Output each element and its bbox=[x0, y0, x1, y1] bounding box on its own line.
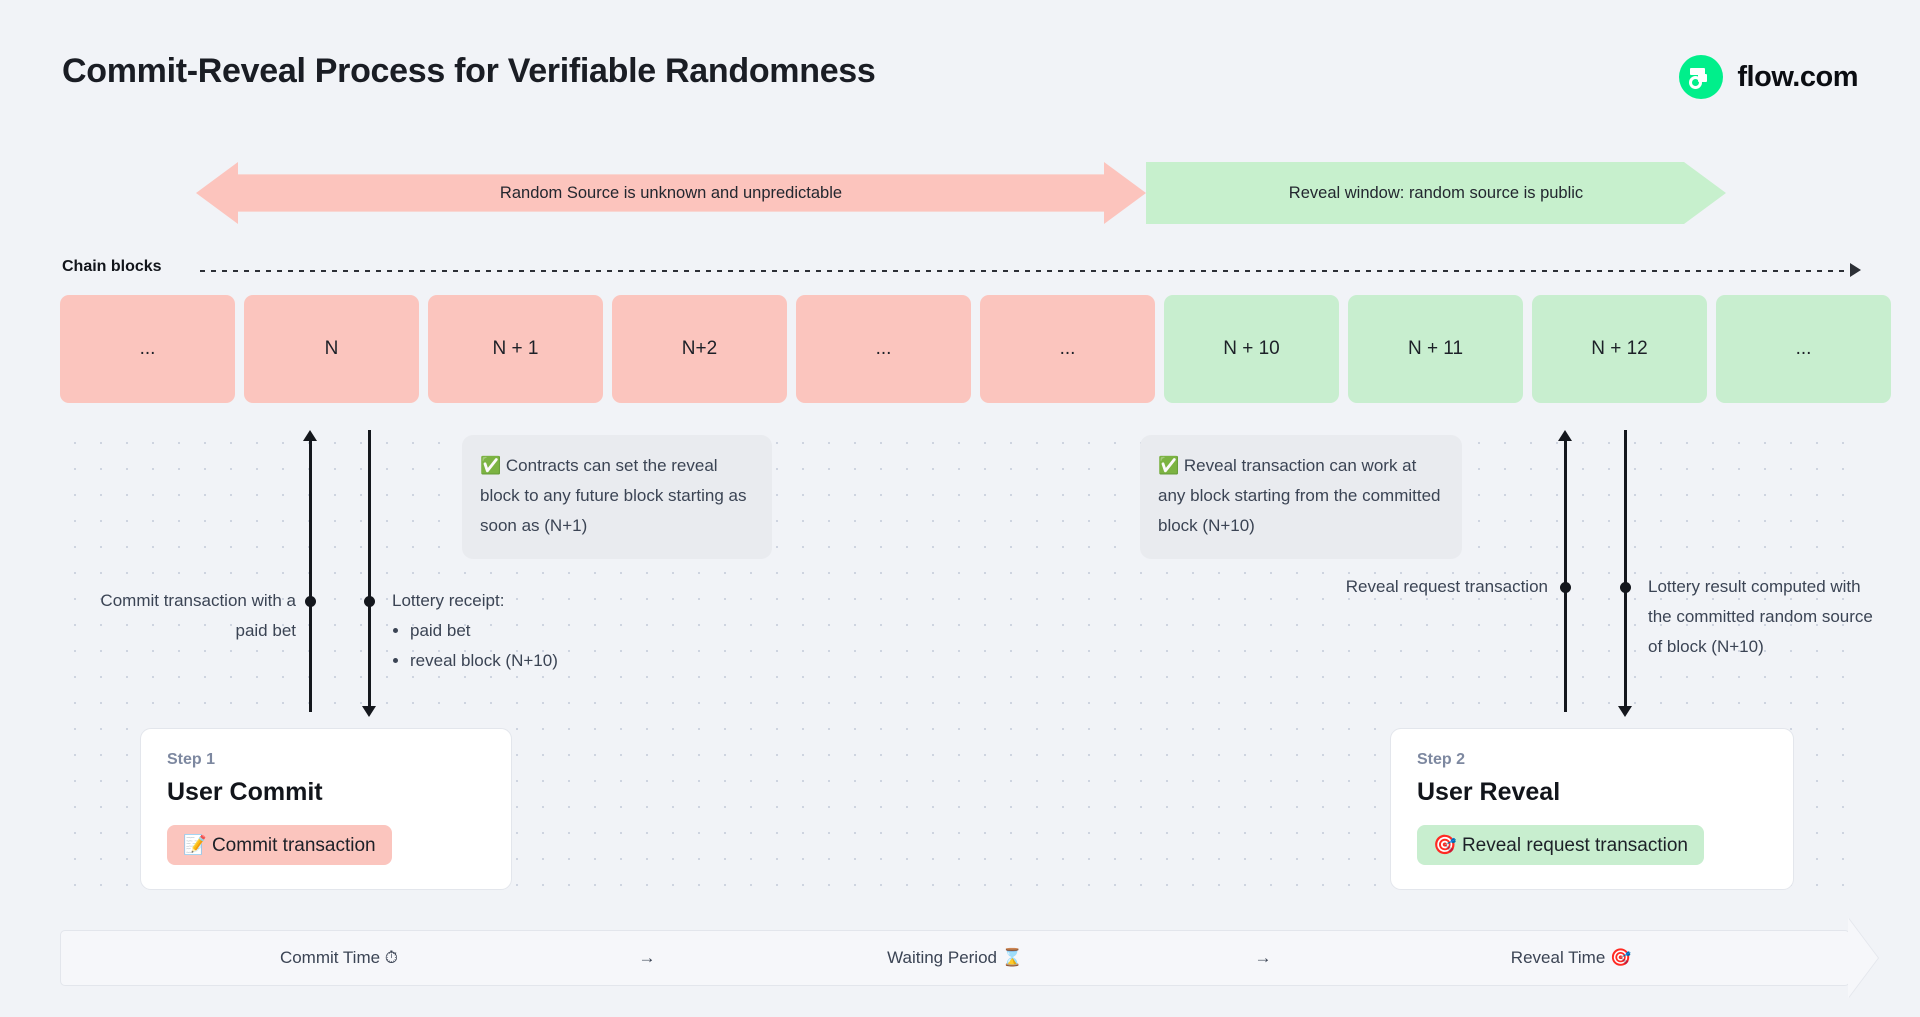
timeline-segment-waiting: Waiting Period ⌛ bbox=[677, 948, 1233, 968]
commit-arrow-up-line bbox=[309, 440, 312, 712]
chip-commit-transaction[interactable]: 📝 Commit transaction bbox=[167, 825, 392, 865]
timeline-segment-reveal: Reveal Time 🎯 bbox=[1293, 948, 1849, 968]
banner-reveal-label: Reveal window: random source is public bbox=[1288, 183, 1584, 202]
bottom-timeline: Commit Time ⏱ → Waiting Period ⌛ → Revea… bbox=[60, 930, 1850, 986]
banner-unknown-window: Random Source is unknown and unpredictab… bbox=[196, 162, 1146, 224]
note-commit-flexibility: ✅ Contracts can set the reveal block to … bbox=[462, 435, 772, 559]
timeline-arrow-tip bbox=[1848, 918, 1878, 998]
chain-block[interactable]: ... bbox=[980, 295, 1155, 403]
result-arrow-down-line bbox=[1624, 430, 1627, 710]
timeline-segment-label: Waiting Period bbox=[887, 948, 997, 967]
step-kicker: Step 2 bbox=[1417, 751, 1466, 768]
banner-unknown-label: Random Source is unknown and unpredictab… bbox=[499, 183, 843, 202]
list-item: paid bet bbox=[410, 616, 692, 646]
flow-logo-icon bbox=[1679, 55, 1724, 99]
note-reveal-text: Reveal transaction can work at any block… bbox=[1158, 456, 1441, 535]
arrow-up-icon bbox=[1558, 430, 1572, 441]
timeline-separator: → bbox=[638, 948, 656, 967]
chain-block[interactable]: N+2 bbox=[612, 295, 787, 403]
step-title: User Reveal bbox=[1417, 778, 1561, 806]
page-title: Commit-Reveal Process for Verifiable Ran… bbox=[62, 52, 876, 90]
chip-label: Reveal request transaction bbox=[1461, 835, 1688, 856]
result-anchor-dot bbox=[1620, 582, 1631, 593]
timeline-segment-commit: Commit Time ⏱ bbox=[61, 948, 617, 968]
chain-block[interactable]: N bbox=[244, 295, 419, 403]
timeline-segment-label: Commit Time bbox=[279, 948, 381, 967]
label-lottery-result: Lottery result computed with the committ… bbox=[1648, 577, 1873, 656]
brand-logo: flow.com bbox=[1679, 55, 1858, 99]
hourglass-icon: ⌛ bbox=[1001, 948, 1023, 967]
chip-reveal-request-transaction[interactable]: 🎯 Reveal request transaction bbox=[1417, 825, 1704, 865]
chain-block[interactable]: N + 12 bbox=[1532, 295, 1707, 403]
reveal-request-arrow-up-line bbox=[1564, 440, 1567, 712]
brand-name: flow.com bbox=[1737, 60, 1858, 93]
step-title: User Commit bbox=[167, 778, 323, 806]
commit-arrow-anchor-dot bbox=[305, 596, 316, 607]
label-lottery-receipt: Lottery receipt: paid bet reveal block (… bbox=[392, 586, 692, 676]
banner-reveal-window: Reveal window: random source is public bbox=[1146, 162, 1726, 224]
list-item: reveal block (N+10) bbox=[410, 646, 692, 676]
timeline-separator: → bbox=[1254, 948, 1272, 967]
receipt-arrow-anchor-dot bbox=[364, 596, 375, 607]
step-kicker: Step 1 bbox=[167, 751, 216, 768]
target-icon: 🎯 bbox=[1433, 835, 1457, 856]
stopwatch-icon: ⏱ bbox=[384, 948, 399, 967]
chain-block[interactable]: ... bbox=[796, 295, 971, 403]
label-commit-transaction: Commit transaction with a paid bet bbox=[100, 591, 296, 640]
note-commit-text: Contracts can set the reveal block to an… bbox=[480, 456, 747, 535]
label-reveal-request: Reveal request transaction bbox=[1345, 577, 1548, 596]
timeline-segment-label: Reveal Time bbox=[1510, 948, 1606, 967]
chain-block[interactable]: ... bbox=[60, 295, 235, 403]
check-mark-icon: ✅ bbox=[1158, 456, 1180, 475]
chain-block[interactable]: ... bbox=[1716, 295, 1891, 403]
check-mark-icon: ✅ bbox=[480, 456, 502, 475]
chain-blocks-label: Chain blocks bbox=[62, 258, 162, 275]
target-icon: 🎯 bbox=[1610, 948, 1632, 967]
memo-icon: 📝 bbox=[183, 835, 207, 856]
chain-block[interactable]: N + 11 bbox=[1348, 295, 1523, 403]
step-card-user-commit: Step 1 User Commit 📝 Commit transaction bbox=[140, 728, 512, 890]
chain-blocks-row: ... N N + 1 N+2 ... ... N + 10 N + 11 N … bbox=[60, 295, 1891, 403]
arrow-right-icon bbox=[1850, 263, 1861, 277]
chain-block[interactable]: N + 10 bbox=[1164, 295, 1339, 403]
chain-axis-line bbox=[200, 270, 1855, 272]
arrow-down-icon bbox=[362, 706, 376, 717]
chip-label: Commit transaction bbox=[211, 835, 376, 856]
receipt-arrow-down-line bbox=[368, 430, 371, 710]
lottery-receipt-title: Lottery receipt: bbox=[392, 591, 505, 610]
note-reveal-flexibility: ✅ Reveal transaction can work at any blo… bbox=[1140, 435, 1462, 559]
arrow-up-icon bbox=[303, 430, 317, 441]
arrow-down-icon bbox=[1618, 706, 1632, 717]
chain-block[interactable]: N + 1 bbox=[428, 295, 603, 403]
reveal-request-anchor-dot bbox=[1560, 582, 1571, 593]
step-card-user-reveal: Step 2 User Reveal 🎯 Reveal request tran… bbox=[1390, 728, 1794, 890]
